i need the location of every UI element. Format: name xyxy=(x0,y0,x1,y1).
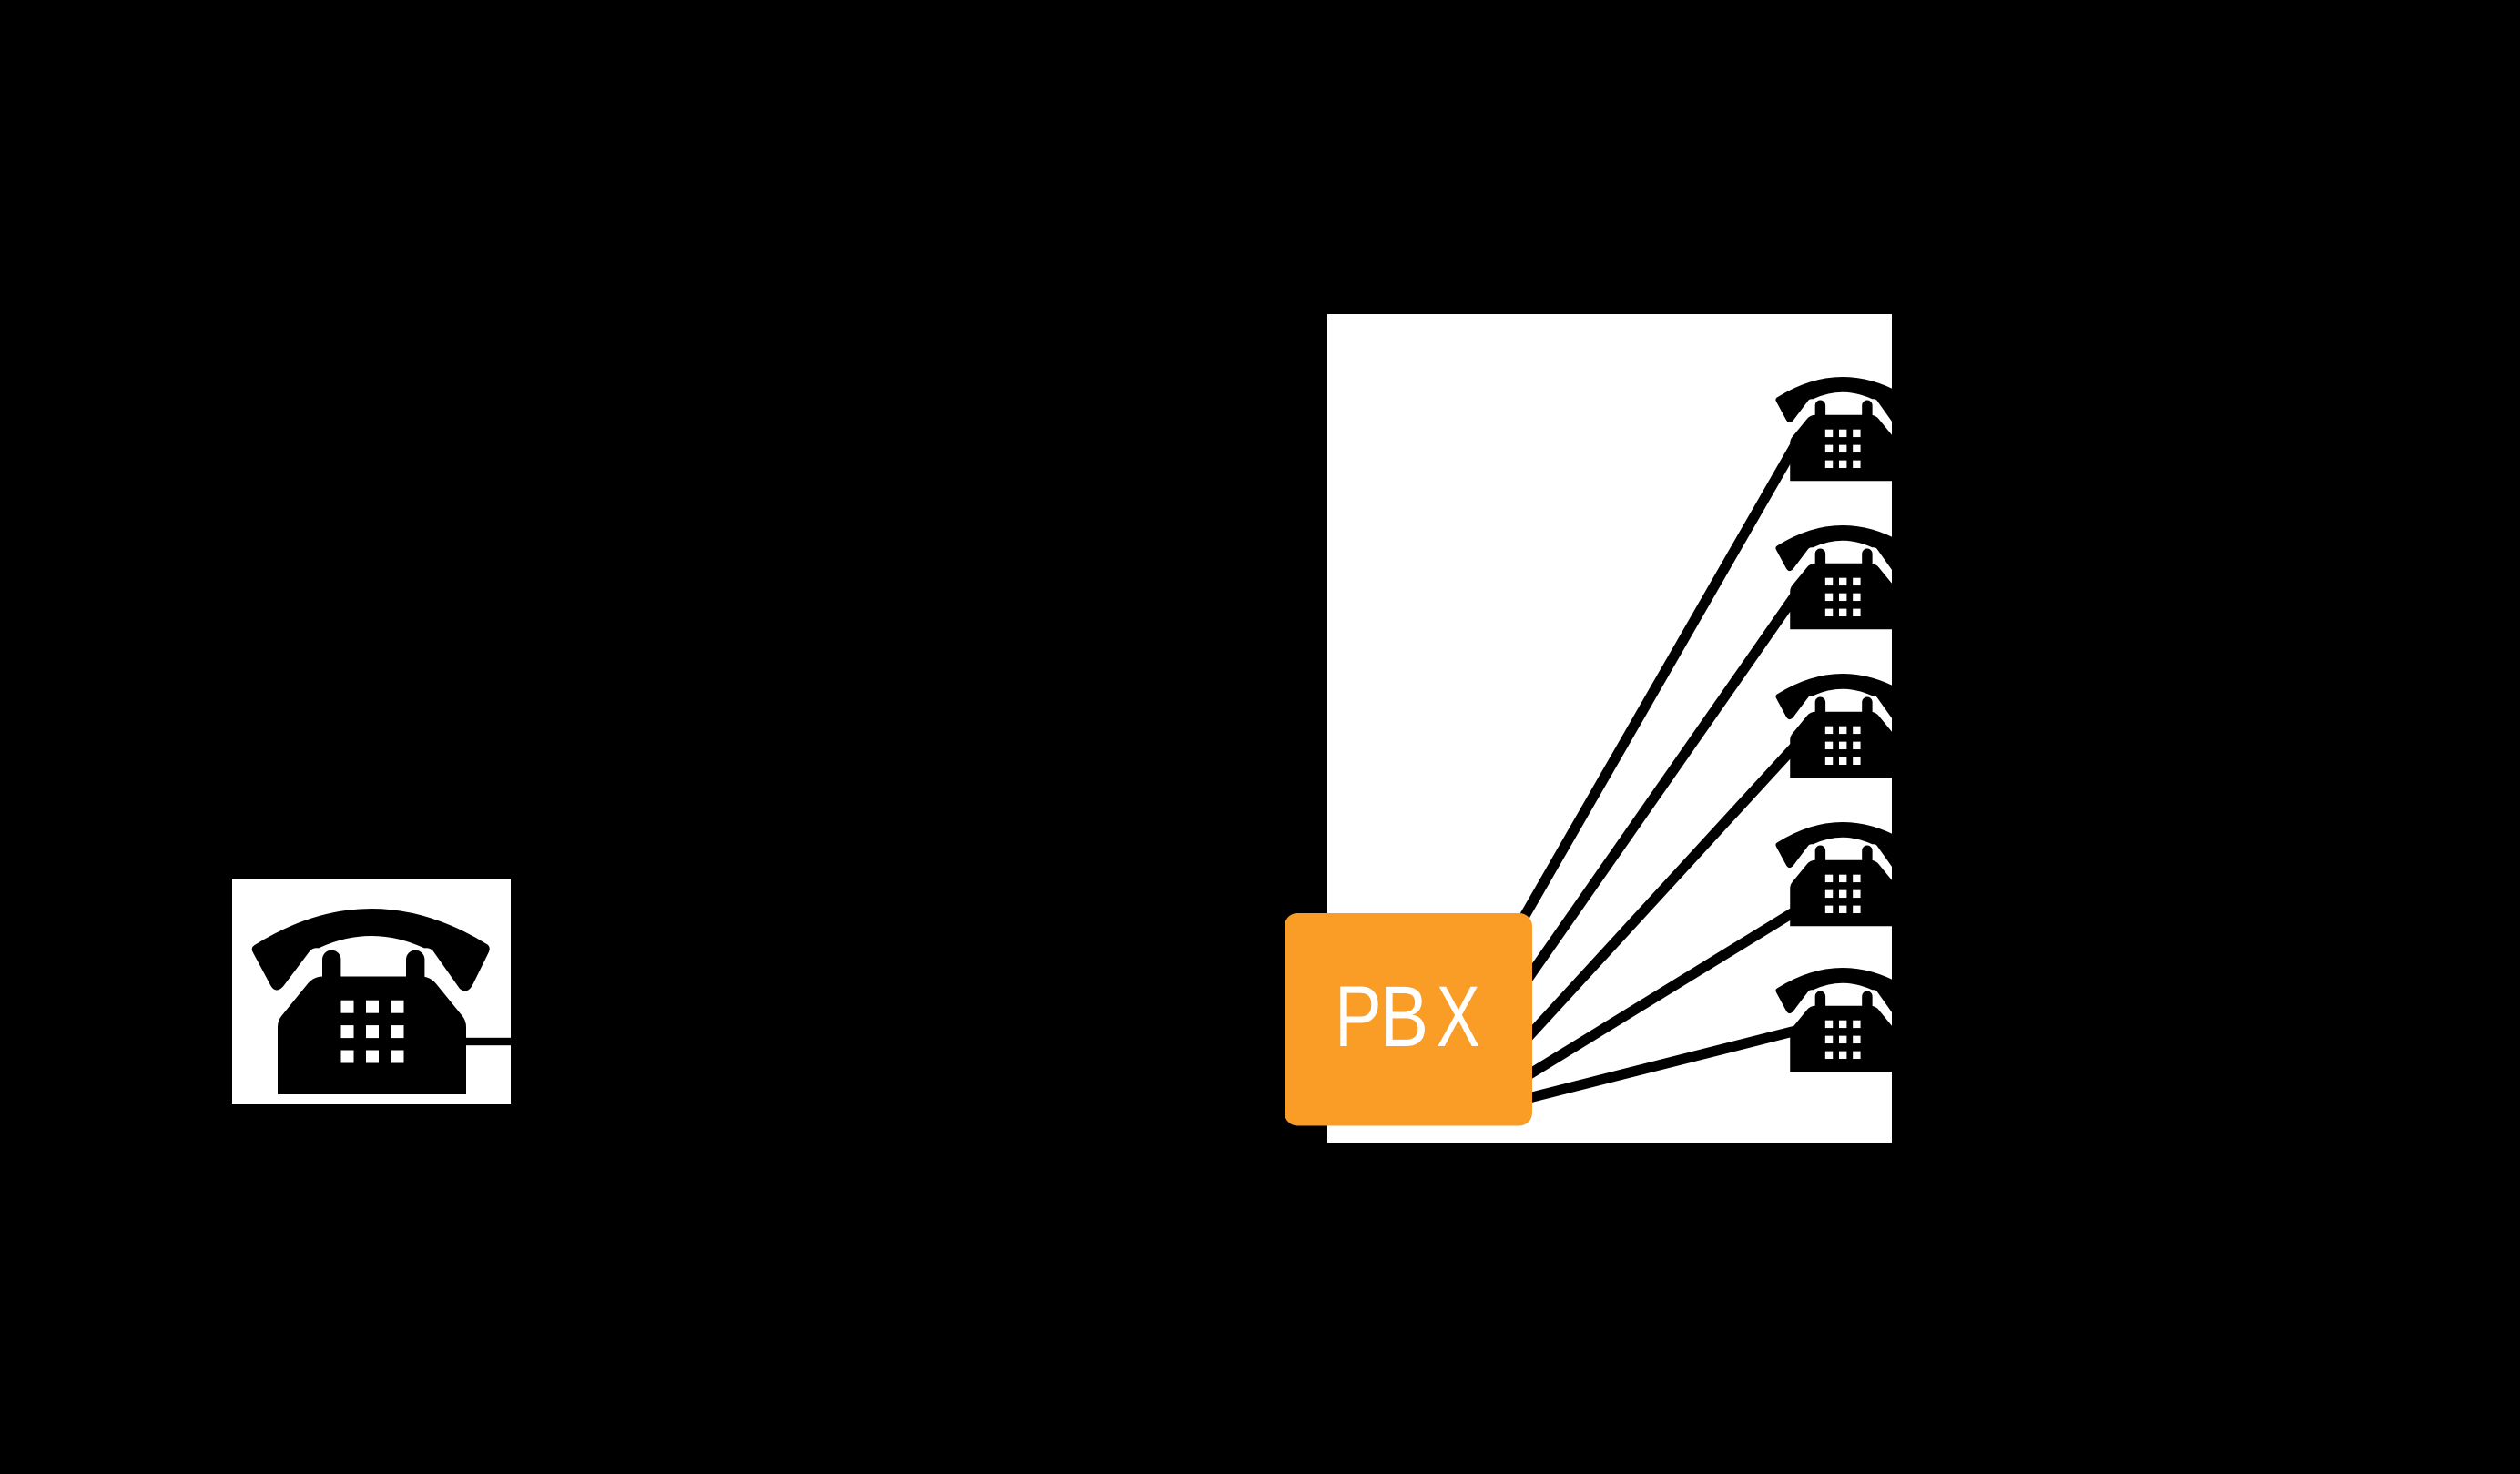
svg-text:P: P xyxy=(1335,970,1382,1065)
svg-text:X: X xyxy=(1437,968,1480,1064)
svg-text:B: B xyxy=(1380,969,1429,1065)
